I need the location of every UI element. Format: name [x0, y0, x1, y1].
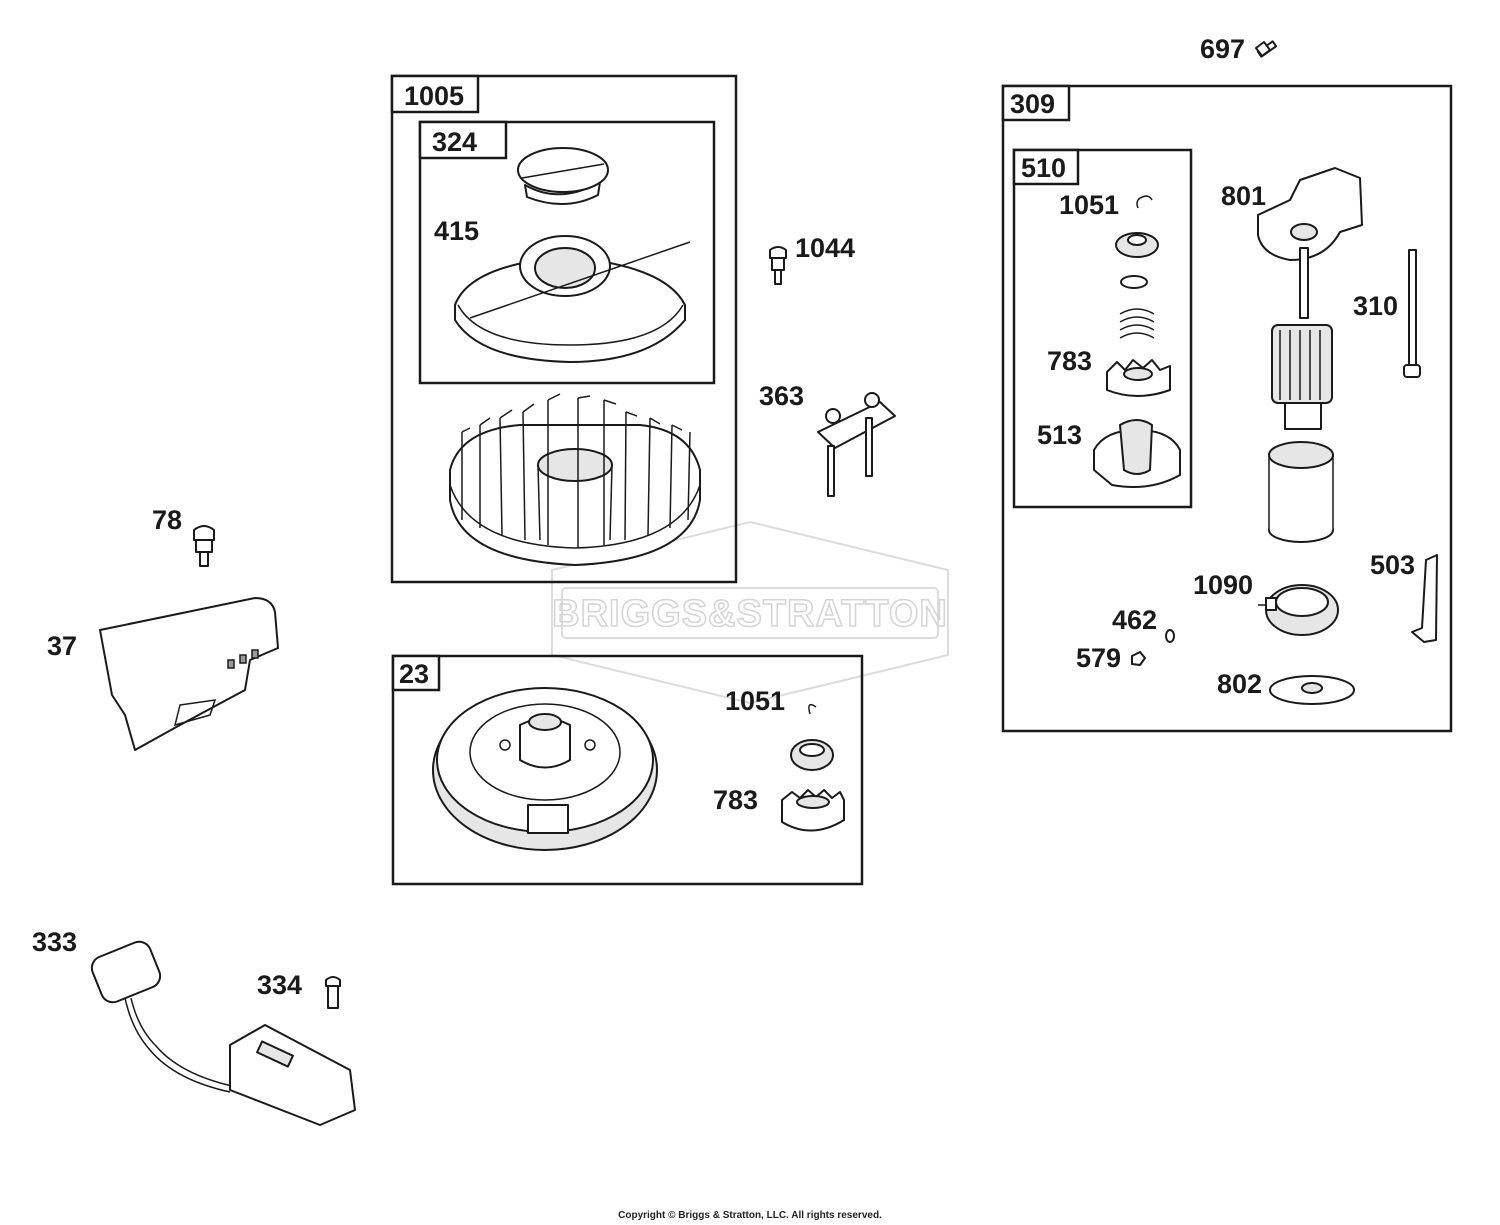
assembly-309[interactable]: 309 — [1001, 84, 1453, 733]
brand-watermark: BRIGGS&STRATTON — [551, 520, 949, 705]
fan-1005-drawing[interactable] — [449, 393, 701, 566]
starter-pinion-783-drawing[interactable] — [1106, 359, 1171, 397]
assembly-label: 23 — [399, 659, 429, 689]
callout-37: 37 — [47, 631, 77, 661]
ignition-coil-333-drawing[interactable] — [88, 938, 356, 1126]
callout-513: 513 — [1037, 420, 1082, 450]
motor-housing-drawing[interactable] — [1268, 441, 1334, 543]
screw-334-drawing[interactable] — [325, 976, 341, 1009]
callout-1051: 1051 — [725, 686, 785, 716]
callout-334: 334 — [257, 970, 302, 1000]
bolt-1044-drawing[interactable] — [769, 246, 787, 285]
cap-324-drawing[interactable] — [517, 147, 609, 206]
callout-415: 415 — [434, 216, 479, 246]
starter-spring-drawing[interactable] — [1119, 308, 1155, 339]
callout-783: 783 — [713, 785, 758, 815]
assembly-label: 324 — [432, 127, 477, 157]
callout-801: 801 — [1221, 181, 1266, 211]
callout-363: 363 — [759, 381, 804, 411]
bolt-78-drawing[interactable] — [193, 525, 215, 567]
assembly-23[interactable]: 23 — [391, 654, 864, 886]
callout-802: 802 — [1217, 669, 1262, 699]
strip-503-drawing[interactable] — [1411, 554, 1438, 643]
callout-333: 333 — [32, 927, 77, 957]
starter-collar-drawing[interactable] — [1115, 232, 1159, 289]
flywheel-23-drawing[interactable] — [432, 687, 658, 851]
watermark-text: BRIGGS&STRATTON — [552, 593, 948, 635]
callout-1090: 1090 — [1193, 570, 1253, 600]
callout-697: 697 — [1200, 34, 1245, 64]
callout-503: 503 — [1370, 550, 1415, 580]
brush-holder-1090-drawing[interactable] — [1258, 584, 1339, 636]
assembly-1005[interactable]: 1005 — [390, 74, 738, 584]
callout-462: 462 — [1112, 605, 1157, 635]
assembly-label: 1005 — [404, 81, 464, 111]
shroud-37-drawing[interactable] — [99, 597, 279, 751]
thru-bolt-310-drawing[interactable] — [1403, 249, 1421, 378]
washer-462-drawing[interactable] — [1165, 629, 1175, 643]
callout-78: 78 — [152, 505, 182, 535]
callout-310: 310 — [1353, 291, 1398, 321]
screw-697-drawing[interactable] — [1255, 40, 1278, 58]
assembly-324[interactable]: 324 — [418, 120, 716, 385]
callout-783-starter: 783 — [1047, 346, 1092, 376]
blower-housing-415-drawing[interactable] — [454, 235, 691, 363]
copyright-notice: Copyright © Briggs & Stratton, LLC. All … — [618, 1210, 882, 1221]
bracket-363-drawing[interactable] — [817, 392, 896, 497]
callout-579: 579 — [1076, 643, 1121, 673]
pinion-gear-783-drawing[interactable] — [781, 739, 845, 832]
bracket-801-drawing[interactable] — [1257, 167, 1363, 261]
assembly-510[interactable]: 510 — [1012, 148, 1193, 509]
drive-513-drawing[interactable] — [1093, 419, 1181, 488]
plate-802-drawing[interactable] — [1269, 675, 1355, 705]
nut-579-drawing[interactable] — [1131, 651, 1146, 666]
assembly-label: 309 — [1010, 89, 1055, 119]
callout-1051-starter: 1051 — [1059, 190, 1119, 220]
clip-1051-drawing[interactable] — [808, 703, 817, 715]
callout-1044: 1044 — [795, 233, 855, 263]
clip-1051-starter-drawing[interactable] — [1136, 195, 1153, 209]
assembly-label: 510 — [1021, 153, 1066, 183]
armature-drawing[interactable] — [1271, 247, 1333, 430]
